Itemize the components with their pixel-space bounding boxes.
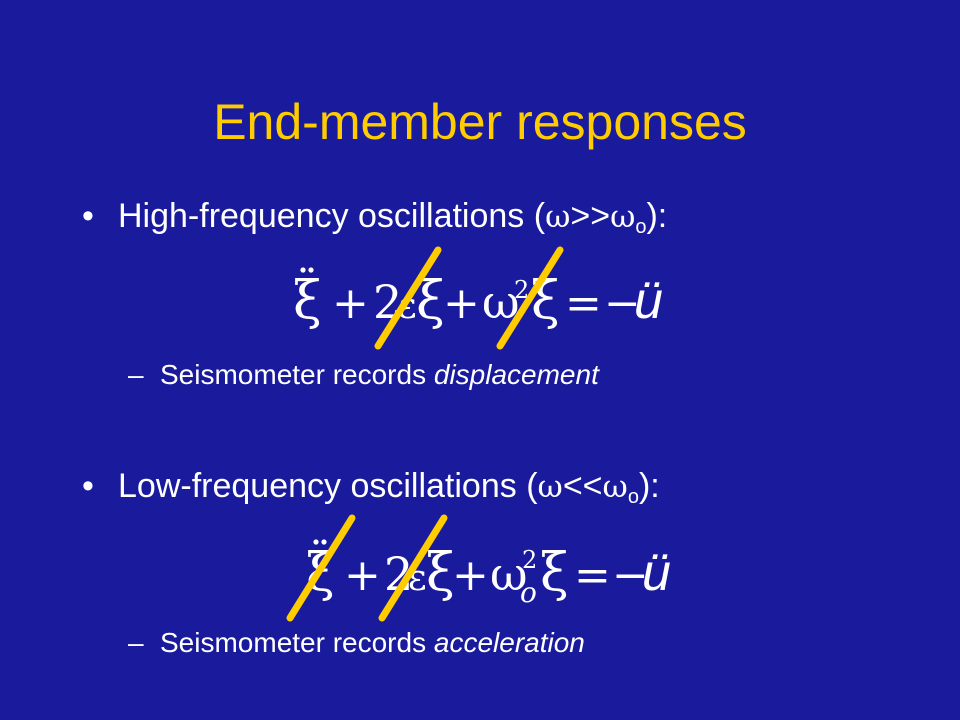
bullet-low-frequency: •Low-frequency oscillations (ω<<ωo):: [82, 466, 660, 517]
slide-title: End-member responses: [213, 94, 747, 150]
subscript-o: o: [520, 576, 537, 609]
equation-low-frequency: ξ + 2 ε ξ + ω 2 o ξ = − ü: [286, 514, 671, 622]
equals-sign: =: [565, 278, 602, 329]
bullet-text: Low-frequency oscillations (: [118, 467, 538, 505]
u-double-dot: ü: [642, 544, 671, 602]
bullet-close: ):: [646, 197, 668, 235]
double-dot: [300, 267, 306, 273]
subscript-o: o: [635, 216, 647, 238]
subbullet-emphasis: displacement: [433, 359, 599, 390]
plus-sign: +: [452, 550, 489, 601]
omega-symbol: ω: [537, 469, 563, 505]
xi-symbol: ξ: [426, 543, 455, 603]
bullet-dot: •: [82, 467, 94, 505]
strike-damping-term: [374, 246, 442, 350]
double-dot: [313, 539, 319, 545]
omega-symbol: ω: [545, 199, 571, 235]
bullet-text: High-frequency oscillations (: [118, 197, 546, 235]
strike-stiffness-term: [496, 246, 564, 350]
bullet-dot: •: [82, 197, 94, 235]
xi-symbol: ξ: [531, 271, 560, 331]
plus-sign: +: [443, 278, 480, 329]
dash: –: [128, 627, 144, 658]
plus-sign: +: [344, 550, 381, 601]
subbullet-emphasis: acceleration: [433, 627, 585, 658]
double-dot: [308, 267, 314, 273]
superscript-two: 2: [514, 276, 529, 304]
strike-damping-term: [378, 514, 448, 622]
subbullet-text: Seismometer records: [160, 359, 434, 390]
plus-sign: +: [332, 278, 369, 329]
bullet-close: ):: [638, 467, 660, 505]
subscript-o: o: [627, 486, 639, 508]
strike-acceleration-term: [286, 514, 356, 622]
minus-sign: −: [612, 550, 649, 601]
u-double-dot: ü: [634, 272, 663, 330]
xi-symbol: ξ: [293, 271, 322, 331]
omega-symbol: ω: [490, 547, 528, 601]
subbullet-high: –Seismometer records displacement: [128, 358, 599, 392]
double-dot: [321, 539, 327, 545]
equation-high-frequency: ξ + 2 ε ξ + ω 2 ξ = − ü: [293, 246, 663, 350]
superscript-two: 2: [522, 546, 537, 574]
minus-sign: −: [604, 278, 641, 329]
omega-symbol: ω: [602, 469, 628, 505]
dash: –: [128, 359, 144, 390]
xi-symbol: ξ: [540, 543, 569, 603]
bullet-high-frequency: •High-frequency oscillations (ω>>ωo):: [82, 196, 667, 247]
subbullet-low: –Seismometer records acceleration: [128, 626, 585, 660]
omega-symbol: ω: [610, 199, 636, 235]
subbullet-text: Seismometer records: [160, 627, 434, 658]
relation-symbol: <<: [562, 467, 603, 505]
equals-sign: =: [574, 550, 611, 601]
relation-symbol: >>: [570, 197, 611, 235]
